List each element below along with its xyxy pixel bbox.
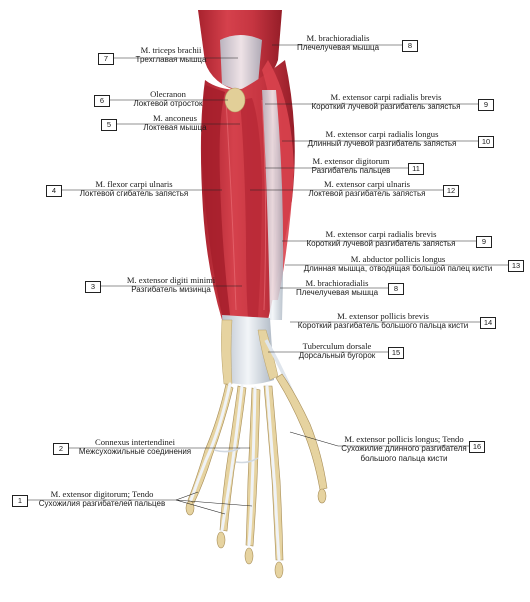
radial-tendon-strip xyxy=(262,90,284,320)
label-extensor-carpi-ulnaris: M. extensor carpi ulnaris Локтевой разги… xyxy=(308,179,426,198)
label-ecr-brevis-top: M. extensor carpi radialis brevis Коротк… xyxy=(311,92,461,111)
extensor-digitorum xyxy=(240,98,262,318)
connexus-intertendinei xyxy=(213,447,259,464)
label-ecr-longus: M. extensor carpi radialis longus Длинны… xyxy=(307,129,457,148)
muscle-stripe-1 xyxy=(225,99,237,311)
flexor-carpi-ulnaris xyxy=(202,85,230,315)
number-box-15: 15 xyxy=(388,347,404,359)
number-box-8b: 8 xyxy=(388,283,404,295)
finger-tendons xyxy=(189,382,281,562)
label-olecranon: Olecranon Локтевой отросток xyxy=(133,89,203,108)
number-box-14: 14 xyxy=(480,317,496,329)
label-brachioradialis-mid: M. brachioradialis Плечелучевая мышца xyxy=(295,278,379,297)
radius-distal xyxy=(257,329,279,381)
number-box-9b: 9 xyxy=(476,236,492,248)
number-box-13: 13 xyxy=(508,260,524,272)
number-box-8: 8 xyxy=(402,40,418,52)
triceps-tendon xyxy=(220,35,262,89)
label-anconeus: M. anconeus Локтевая мышца xyxy=(143,113,207,132)
label-brachioradialis-top: M. brachioradialis Плечелучевая мышца xyxy=(296,33,380,52)
muscle-stripe-2 xyxy=(261,99,267,311)
number-box-16: 16 xyxy=(469,441,485,453)
number-box-4: 4 xyxy=(46,185,62,197)
number-box-3: 3 xyxy=(85,281,101,293)
label-ecr-brevis-mid: M. extensor carpi radialis brevis Коротк… xyxy=(306,229,456,248)
label-abductor-pollicis-longus: M. abductor pollicis longus Длинная мышц… xyxy=(303,254,493,273)
label-triceps-brachii: M. triceps brachii Трехглавая мышца xyxy=(135,45,207,64)
number-box-12: 12 xyxy=(443,185,459,197)
number-box-1: 1 xyxy=(12,495,28,507)
label-tuberculum-dorsale: Tuberculum dorsale Дорсальный бугорок xyxy=(298,341,376,360)
hand-bones xyxy=(187,373,328,561)
ulna-distal xyxy=(221,319,233,385)
number-box-6: 6 xyxy=(94,95,110,107)
number-box-9: 9 xyxy=(478,99,494,111)
number-box-5: 5 xyxy=(101,119,117,131)
label-extensor-digiti-minimi: M. extensor digiti minimi Разгибатель ми… xyxy=(126,275,216,294)
label-extensor-digitorum: M. extensor digitorum Разгибатель пальце… xyxy=(311,156,391,175)
label-extensor-pollicis-brevis: M. extensor pollicis brevis Короткий раз… xyxy=(297,311,469,330)
number-box-2: 2 xyxy=(53,443,69,455)
label-connexus-intertendinei: Connexus intertendinei Межсухожильные со… xyxy=(78,437,192,456)
label-flexor-carpi-ulnaris: M. flexor carpi ulnaris Локтевой сгибате… xyxy=(79,179,189,198)
number-box-11: 11 xyxy=(408,163,424,175)
number-box-7: 7 xyxy=(98,53,114,65)
leader-lines xyxy=(26,44,508,515)
number-box-10: 10 xyxy=(478,136,494,148)
label-extensor-pollicis-longus: M. extensor pollicis longus; Tendo Сухож… xyxy=(341,434,467,463)
label-extensor-digitorum-tendo: M. extensor digitorum; Tendo Сухожилия р… xyxy=(38,489,166,508)
